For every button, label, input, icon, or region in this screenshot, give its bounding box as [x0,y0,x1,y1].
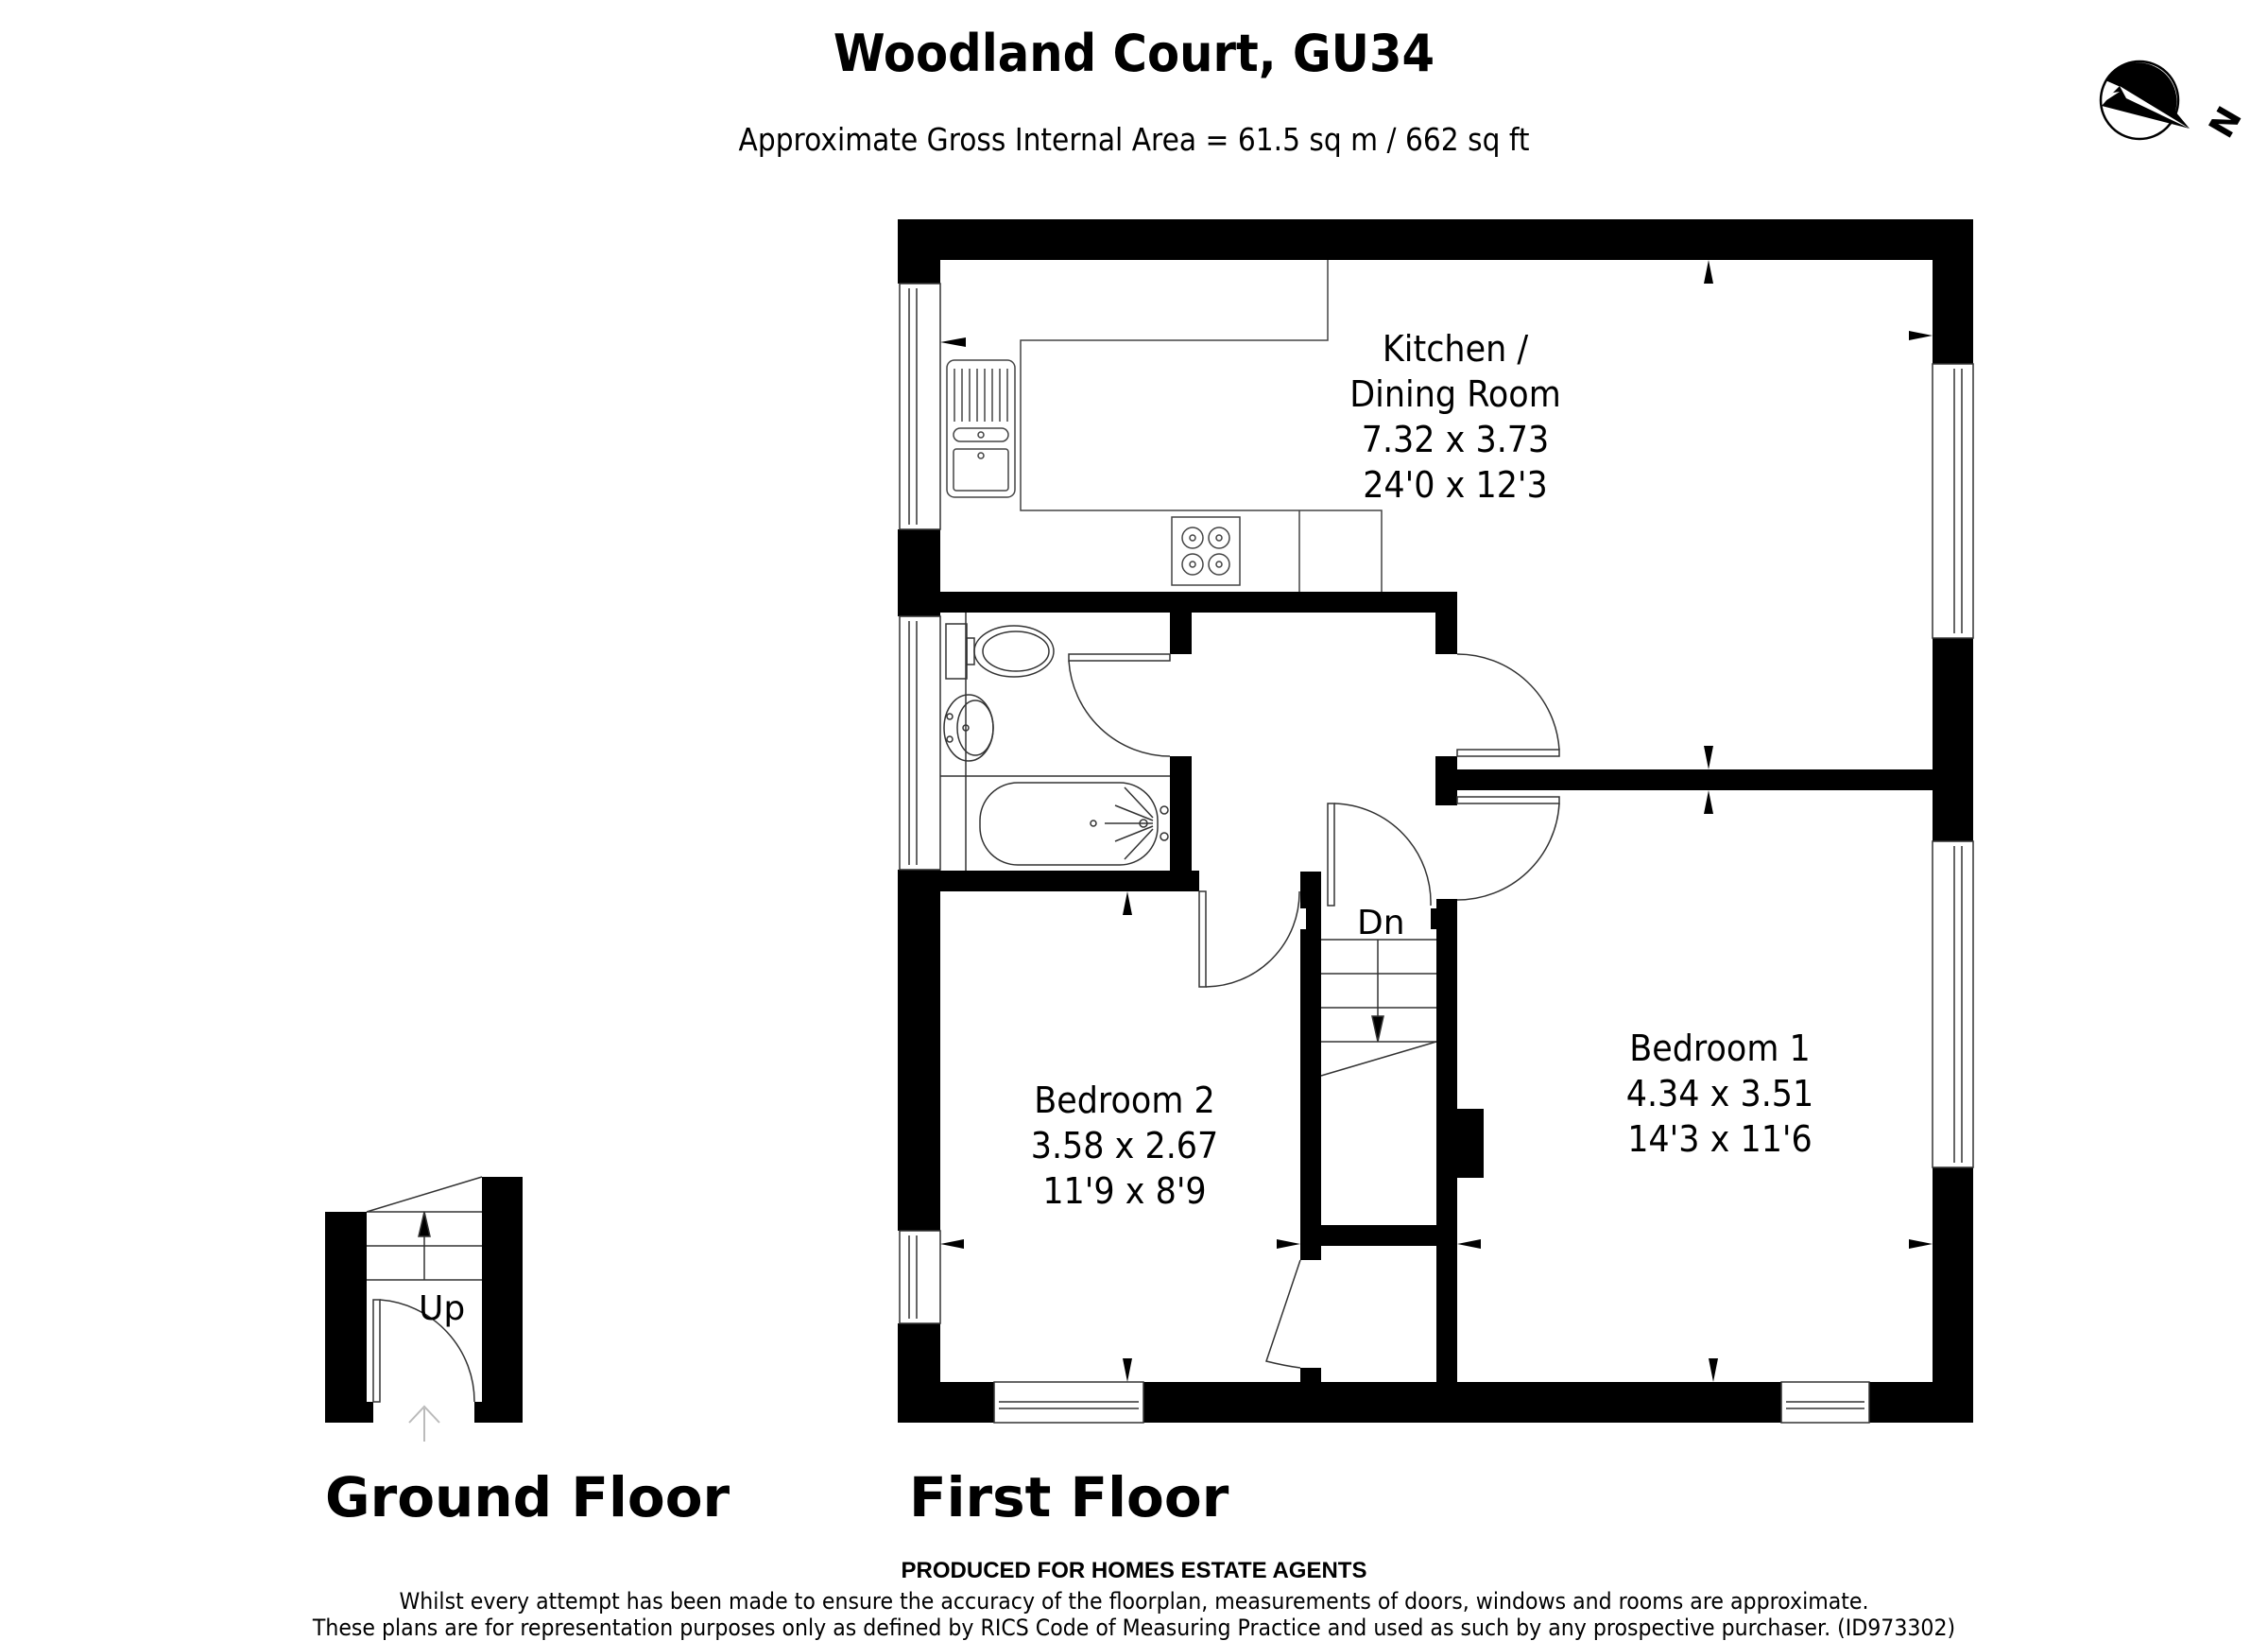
room-bedroom-2: Bedroom 2 3.58 x 2.67 11'9 x 8'9 [977,1078,1273,1214]
disclaimer-line-1: Whilst every attempt has been made to en… [399,1588,1869,1615]
first-floor-doors [1068,653,1560,1369]
disclaimer-line-2: These plans are for representation purpo… [312,1615,1956,1641]
room-name: Bedroom 1 [1629,1028,1811,1069]
kitchen-fittings [946,260,1383,592]
first-floor-walls [898,219,1973,1423]
room-name: Kitchen / [1382,328,1529,370]
room-imperial: 11'9 x 8'9 [1042,1170,1207,1212]
room-imperial: 14'3 x 11'6 [1627,1118,1813,1160]
bathroom-fittings [940,613,1170,871]
room-metric: 7.32 x 3.73 [1361,419,1550,460]
ground-floor-label: Ground Floor [325,1465,730,1529]
room-name: Bedroom 2 [1034,1080,1215,1121]
room-bedroom-1: Bedroom 1 4.34 x 3.51 14'3 x 11'6 [1572,1026,1868,1162]
basin-icon [943,694,994,762]
gross-internal-area: Approximate Gross Internal Area = 61.5 s… [738,121,1530,158]
stair-up-label: Up [419,1289,466,1328]
first-floor-stairs [1320,939,1437,1077]
hob-icon [1171,516,1241,586]
room-metric: 3.58 x 2.67 [1030,1125,1219,1166]
ground-floor-walls [325,1177,523,1423]
stair-down-label: Dn [1357,904,1405,942]
bath-icon [979,782,1169,866]
north-arrow-icon: N [2099,60,2250,145]
plan-title: Woodland Court, GU34 [833,24,1435,83]
room-imperial: 24'0 x 12'3 [1363,464,1548,506]
sink-icon [946,359,1016,498]
toilet-icon [945,623,1055,680]
room-metric: 4.34 x 3.51 [1625,1073,1814,1114]
room-kitchen-dining: Kitchen / Dining Room 7.32 x 3.73 24'0 x… [1273,326,1638,508]
first-floor-windows [899,283,1974,1424]
measurement-markers [940,260,1933,1382]
produced-for: PRODUCED FOR HOMES ESTATE AGENTS [901,1558,1367,1583]
entrance-arrow-icon [408,1405,440,1442]
room-name: Dining Room [1349,373,1561,415]
north-label: N [2202,100,2250,145]
first-floor-label: First Floor [909,1465,1229,1529]
ground-floor-stairs [366,1176,483,1403]
